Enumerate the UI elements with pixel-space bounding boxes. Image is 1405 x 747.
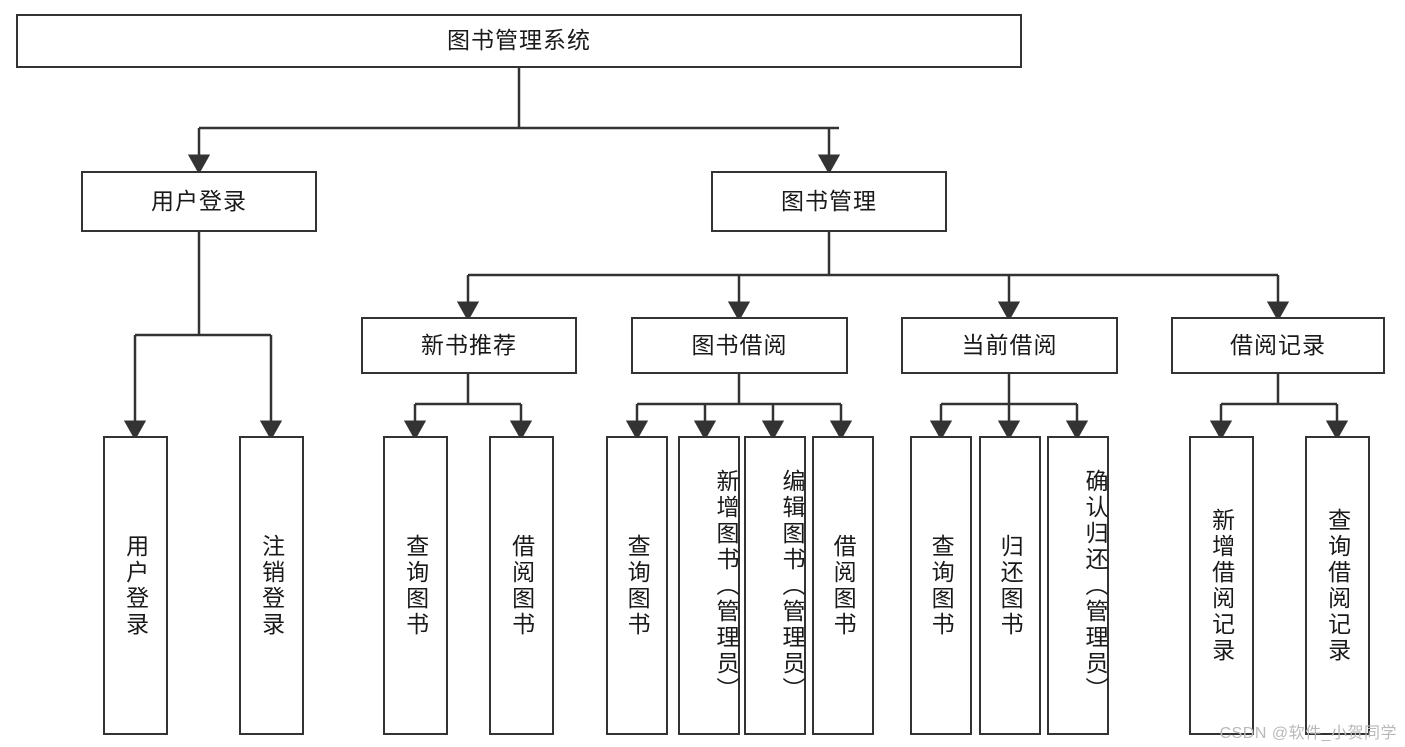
node-root-book-management-system[interactable]: 图书管理系统	[16, 14, 1022, 68]
node-label: 查询图书	[928, 533, 955, 638]
leaf-user-login-signout[interactable]: 注销登录	[239, 436, 304, 735]
node-label: 查询图书	[624, 533, 651, 638]
node-label: 图书管理系统	[447, 27, 591, 54]
node-label: 用户登录	[151, 187, 247, 214]
leaf-new-book-query-books[interactable]: 查询图书	[383, 436, 448, 735]
node-label: 查询图书	[402, 533, 429, 638]
node-label: 确认归还（管理员）	[1082, 468, 1108, 703]
node-label: 用户登录	[122, 533, 149, 638]
leaf-book-borrow-edit-book-admin[interactable]: 编辑图书（管理员）	[744, 436, 806, 735]
watermark-text: CSDN @软件_小贺同学	[1219, 725, 1397, 742]
node-label: 图书管理	[781, 187, 877, 214]
node-label: 归还图书	[997, 533, 1024, 638]
leaf-new-book-borrow-books[interactable]: 借阅图书	[489, 436, 554, 735]
node-label: 编辑图书（管理员）	[779, 468, 805, 703]
leaf-borrow-record-query-record[interactable]: 查询借阅记录	[1305, 436, 1370, 735]
leaf-current-borrow-return-books[interactable]: 归还图书	[979, 436, 1041, 735]
node-current-borrowing[interactable]: 当前借阅	[901, 317, 1118, 374]
leaf-current-borrow-query-books[interactable]: 查询图书	[910, 436, 972, 735]
node-book-management[interactable]: 图书管理	[711, 171, 947, 232]
node-label: 借阅图书	[508, 533, 535, 638]
node-user-login[interactable]: 用户登录	[81, 171, 317, 232]
node-new-book-recommendation[interactable]: 新书推荐	[361, 317, 577, 374]
node-label: 图书借阅	[691, 331, 788, 358]
node-label: 新书推荐	[421, 331, 517, 358]
node-label: 查询借阅记录	[1324, 507, 1351, 664]
node-label: 当前借阅	[961, 331, 1058, 358]
node-label: 新增借阅记录	[1208, 507, 1235, 664]
node-label: 注销登录	[258, 533, 285, 638]
node-book-borrowing[interactable]: 图书借阅	[631, 317, 848, 374]
leaf-book-borrow-query-books[interactable]: 查询图书	[606, 436, 668, 735]
node-borrow-records[interactable]: 借阅记录	[1171, 317, 1385, 374]
node-label: 借阅图书	[830, 533, 857, 638]
leaf-borrow-record-add-record[interactable]: 新增借阅记录	[1189, 436, 1254, 735]
leaf-user-login-signin[interactable]: 用户登录	[103, 436, 168, 735]
node-label: 新增图书（管理员）	[713, 468, 739, 703]
leaf-book-borrow-add-book-admin[interactable]: 新增图书（管理员）	[678, 436, 740, 735]
node-label: 借阅记录	[1230, 331, 1326, 358]
leaf-book-borrow-borrow-books[interactable]: 借阅图书	[812, 436, 874, 735]
leaf-current-borrow-confirm-return-admin[interactable]: 确认归还（管理员）	[1047, 436, 1109, 735]
